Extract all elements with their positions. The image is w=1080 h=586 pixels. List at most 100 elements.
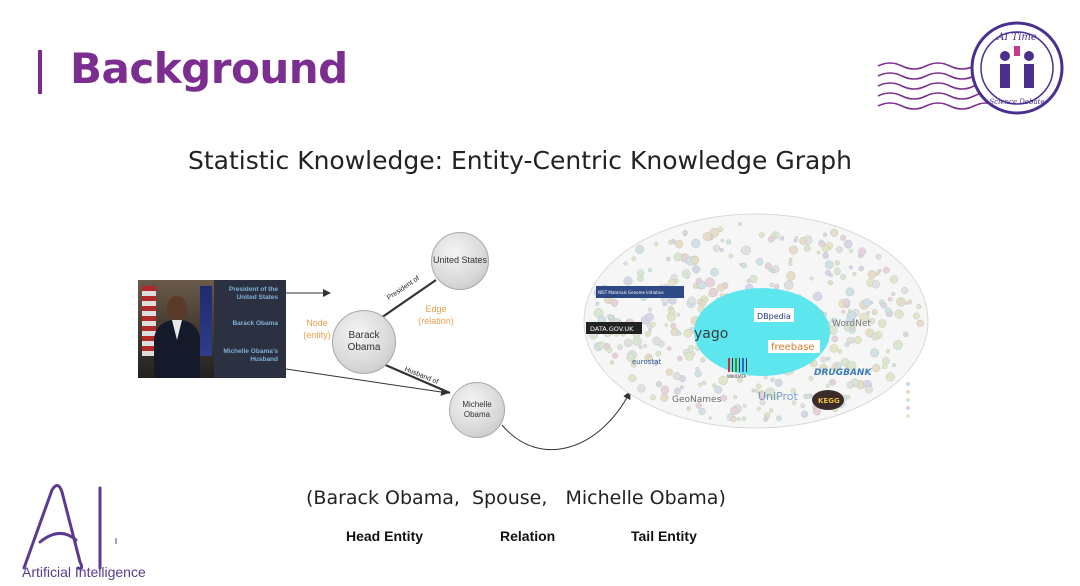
dataset-bubble [686,406,691,411]
dataset-bubble [698,382,703,387]
dataset-bubble [881,363,888,370]
dataset-bubble [670,322,677,329]
dataset-bubble [647,355,653,361]
dataset-bubble [794,236,799,240]
dataset-bubble [842,298,851,307]
cloud-label-freebase: freebase [771,342,815,353]
cloud-label-geonames: GeoNames [672,395,722,405]
dataset-bubble [828,273,833,278]
dataset-bubble [623,276,633,286]
dataset-bubble [808,376,814,381]
dataset-bubble [645,312,654,322]
dataset-bubble [791,400,797,406]
dataset-bubble [676,312,681,317]
dataset-bubble [774,378,783,387]
dataset-bubble [700,357,706,363]
node-united-states: United States [431,232,489,290]
cloud-label-uniprot: UniProt [758,390,799,403]
dataset-bubble [868,317,876,325]
dataset-bubble [624,338,633,348]
dataset-bubble [885,349,891,354]
dataset-bubble [673,252,683,262]
relation-label: Relation [500,528,556,544]
dataset-bubble [904,301,909,305]
dataset-bubble [845,287,855,297]
dataset-bubble [872,364,881,373]
dataset-bubble [882,266,890,274]
cloud-legend [906,382,910,418]
dataset-bubble [871,280,880,289]
dataset-bubble [884,307,892,314]
to-cloud-arrow [501,391,631,451]
dataset-bubble [694,370,702,378]
dataset-bubble [674,279,679,283]
dataset-bubble [637,269,645,277]
dataset-bubble [677,355,683,362]
dataset-bubble [691,256,699,264]
dataset-bubble [718,375,728,386]
dataset-bubble [685,352,694,361]
ai-logo [22,484,117,570]
dataset-bubble [916,319,924,327]
dataset-bubble [853,336,862,344]
dataset-bubble [666,256,671,262]
dataset-bubble [847,361,857,371]
dataset-bubble [891,363,896,368]
dataset-bubble [714,385,723,394]
edge-husband [373,358,451,395]
dataset-bubble [737,222,742,226]
dataset-bubble [812,407,821,416]
dataset-bubble [605,297,611,303]
flag-decoration [142,286,156,356]
dataset-bubble [730,406,739,415]
dataset-bubble [679,385,684,390]
dataset-bubble [903,331,909,338]
dataset-bubble [852,272,857,276]
logo-bottom-text: Science Debate [989,98,1044,106]
dataset-bubble [907,299,913,305]
dataset-bubble [635,245,645,254]
dataset-bubble [623,261,628,266]
slide-subtitle: Statistic Knowledge: Entity-Centric Know… [187,146,853,175]
dataset-bubble [674,387,681,395]
photo-label: Barack Obama [232,320,278,327]
dataset-bubble [846,381,854,389]
dataset-bubble [719,248,724,252]
dataset-bubble [841,309,846,314]
dataset-bubble [712,383,717,389]
dataset-bubble [688,344,695,351]
tail-entity-label: Tail Entity [631,528,697,544]
dataset-bubble [819,239,824,244]
dataset-bubble [702,380,707,385]
dataset-bubble [799,237,807,245]
dataset-bubble [650,394,656,401]
dataset-bubble [687,296,696,305]
dataset-bubble [728,253,734,259]
dataset-bubble [716,283,725,292]
dataset-bubble [776,415,782,421]
obama-photo [138,280,214,378]
node-michelle-obama: Michelle Obama [449,382,505,438]
dataset-bubble [916,304,922,310]
dataset-bubble [632,336,642,346]
dataset-bubble [867,270,877,279]
dataset-bubble [741,245,751,256]
dataset-bubble [720,394,728,402]
dataset-bubble [700,300,707,307]
dataset-bubble [865,328,874,338]
dataset-bubble [674,240,684,249]
dataset-bubble [717,226,724,232]
person-figure [172,320,182,340]
dataset-bubble [870,348,880,358]
dataset-bubble [844,239,853,249]
dataset-bubble [660,385,670,394]
dataset-bubble [637,384,646,393]
dataset-bubble [844,342,850,347]
dataset-bubble [705,277,715,288]
dataset-bubble [847,309,852,313]
dataset-bubble [749,275,758,284]
dataset-bubble [887,297,893,302]
dataset-bubble [875,253,882,260]
dataset-bubble [667,346,672,351]
